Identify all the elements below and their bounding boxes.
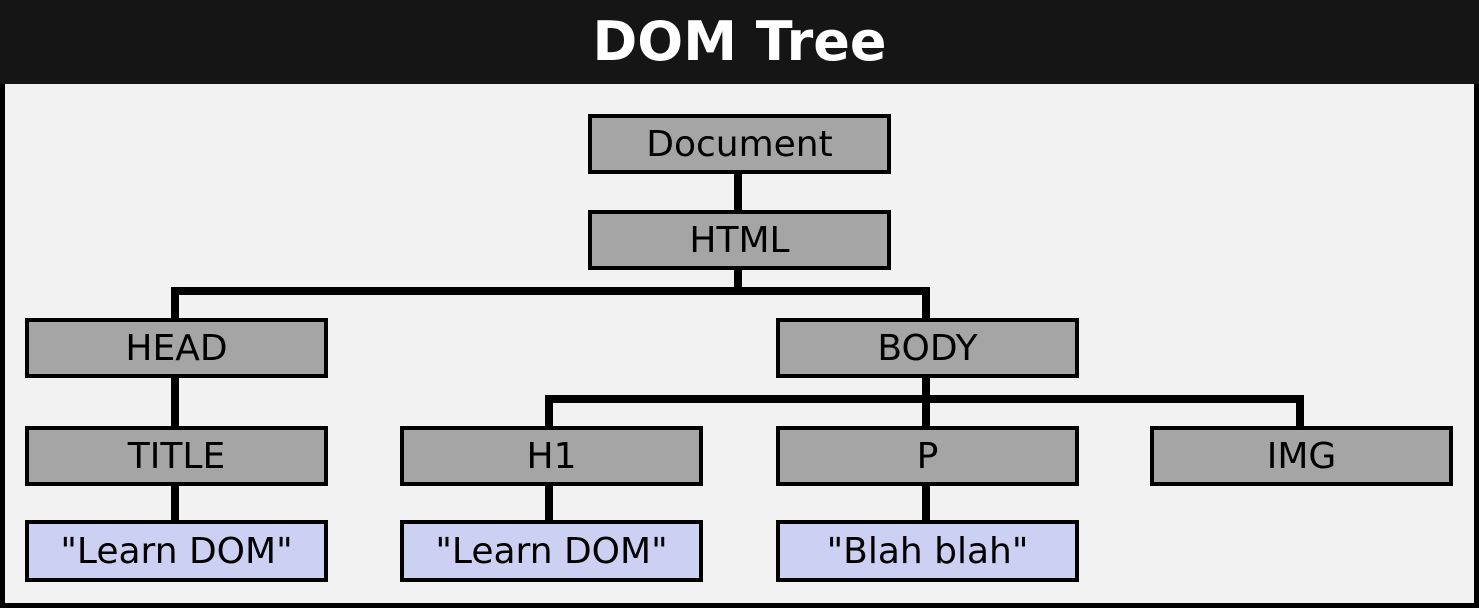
node-html: HTML [588,210,891,270]
edge-to-h1 [545,395,553,430]
node-img: IMG [1150,426,1453,486]
edge-to-p [922,395,930,430]
diagram-canvas: Document HTML HEAD BODY TITLE H1 P IMG "… [5,84,1474,603]
edge-h1-text [545,482,553,524]
edge-to-head [171,287,179,321]
edge-to-img [1296,395,1304,430]
node-head: HEAD [25,318,328,378]
edge-title-text [171,482,179,524]
edge-body-down [922,374,930,400]
edge-p-text [922,482,930,524]
node-document: Document [588,114,891,174]
diagram-title: DOM Tree [0,0,1479,84]
node-h1: H1 [400,426,703,486]
node-title: TITLE [25,426,328,486]
edge-to-body [922,287,930,321]
edge-document-html [734,174,742,214]
node-h1-text: "Learn DOM" [400,520,703,582]
node-title-text: "Learn DOM" [25,520,328,582]
edge-head-title [171,374,179,430]
node-p: P [776,426,1079,486]
edge-html-down [734,266,742,292]
node-p-text: "Blah blah" [776,520,1079,582]
node-body: BODY [776,318,1079,378]
edge-html-children-bar [171,287,930,295]
